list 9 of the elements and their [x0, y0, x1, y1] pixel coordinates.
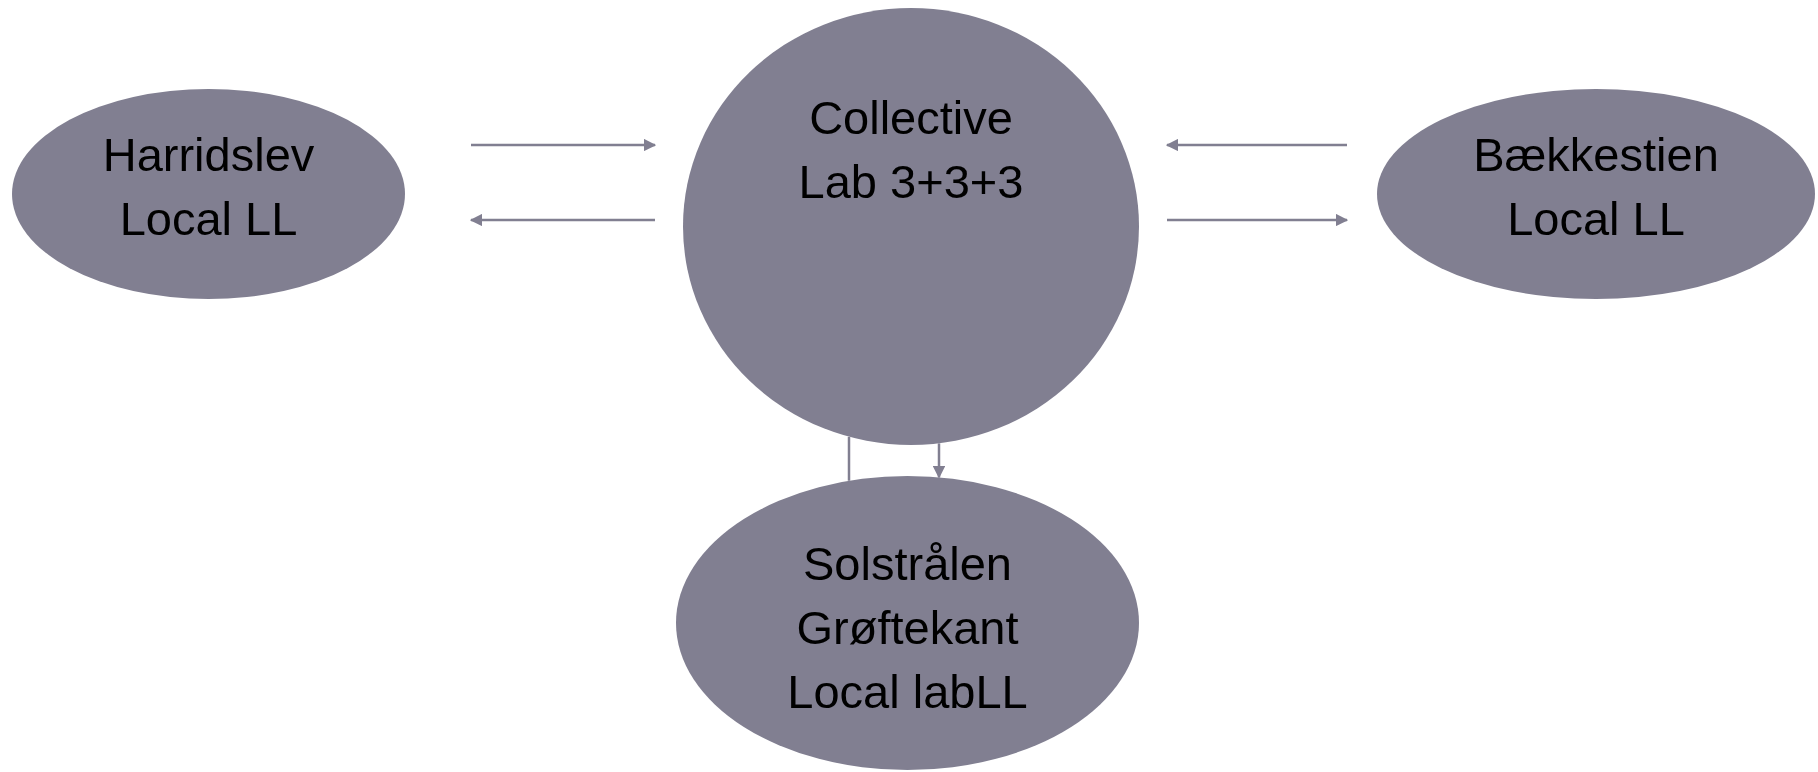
arrow [1165, 138, 1347, 152]
node-label: Harridslev Local LL [101, 127, 316, 247]
arrow [469, 213, 655, 227]
arrow [471, 138, 657, 152]
node-label: Solstrålen Grøftekant Local labLL [786, 536, 1029, 720]
arrow [932, 443, 946, 479]
node-label: Bækkestien Local LL [1472, 127, 1720, 247]
node-label: Collective Lab 3+3+3 [797, 90, 1025, 210]
arrow [1167, 213, 1349, 227]
